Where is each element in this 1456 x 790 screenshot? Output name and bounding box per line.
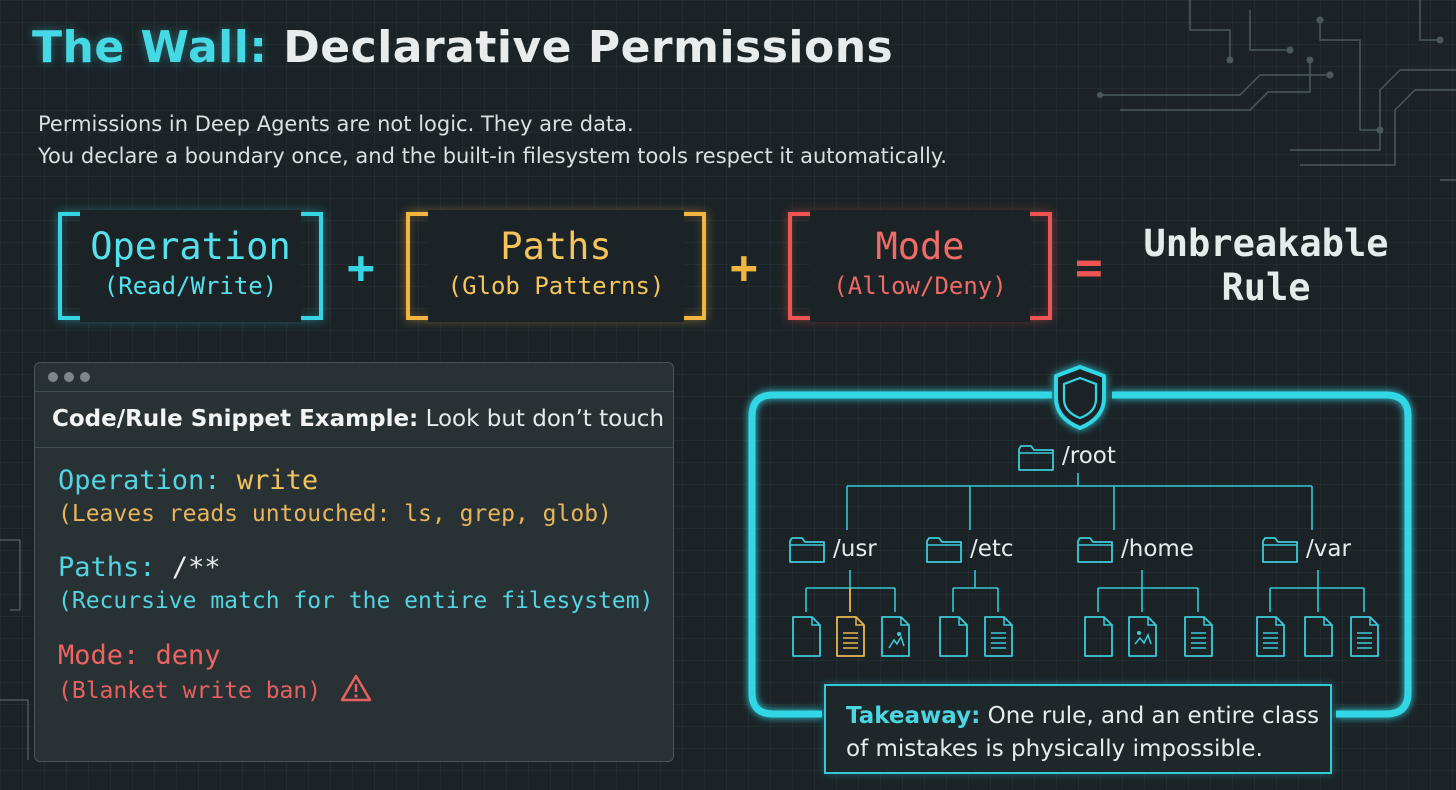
shield-icon [1054,365,1106,430]
file-icon [792,616,821,657]
file-icon [1084,616,1113,657]
text-file-icon [984,616,1013,657]
takeaway-line-1: Takeaway: One rule, and an entire class [846,700,1330,733]
mode-note-line: (Blanket write ban) [58,673,673,707]
equals-sign: = [1075,240,1103,294]
home-folder-label: /home [1121,536,1194,562]
operation-sublabel: (Read/Write) [103,272,278,300]
window-dot-icon [64,372,74,382]
operation-value: write [236,465,319,496]
window-dot-icon [80,372,90,382]
result-text: Unbreakable Rule [1128,222,1404,310]
root-folder-label: /root [1062,443,1116,469]
plus-sign-1: + [347,240,375,294]
home-folder-icon [1077,537,1113,563]
snippet-heading-bold: Code/Rule Snippet Example: [52,406,419,432]
paths-note: (Recursive match for the entire filesyst… [58,588,654,614]
takeaway-text-2: of mistakes is physically impossible. [846,736,1263,762]
title-accent: The Wall: [32,22,268,73]
boundary-frame [748,391,1412,718]
mode-sublabel: (Allow/Deny) [833,272,1007,300]
var-folder-label: /var [1306,536,1351,562]
file-icon [939,616,968,657]
operation-line: Operation: write [58,464,673,498]
text-file-icon [1256,616,1285,657]
snippet-code: Operation: write (Leaves reads untouched… [35,464,673,707]
paths-key: Paths: [58,552,156,583]
usr-folder-icon [789,537,825,563]
paths-label: Paths [500,225,612,268]
operation-note: (Leaves reads untouched: ls, grep, glob) [58,501,612,527]
paths-sublabel: (Glob Patterns) [447,272,665,300]
operation-bracket: Operation (Read/Write) [58,210,323,322]
paths-bracket: Paths (Glob Patterns) [406,210,706,322]
snippet-heading: Code/Rule Snippet Example: Look but don’… [35,392,673,448]
mode-note: (Blanket write ban) [58,678,322,704]
window-title-bar [35,363,673,392]
file-icons [792,616,1379,657]
mode-line: Mode: deny [58,639,673,673]
intro-text: Permissions in Deep Agents are not logic… [38,108,947,172]
mode-label: Mode [875,225,965,268]
title-rest: Declarative Permissions [283,22,894,73]
image-file-icon [1128,616,1157,657]
paths-line: Paths: /** [58,551,673,585]
takeaway-label: Takeaway: [846,703,981,729]
plus-sign-2: + [730,240,758,294]
root-folder-icon [1018,445,1054,471]
image-file-icon [881,616,910,657]
file-icon [1304,616,1333,657]
text-file-icon [1350,616,1379,657]
operation-label: Operation [90,225,291,268]
page-title: The Wall: Declarative Permissions [32,22,893,73]
result-line-2: Rule [1221,266,1311,309]
mode-key: Mode: [58,640,140,671]
highlighted-file-icon [836,616,865,657]
etc-folder-label: /etc [970,536,1014,562]
intro-line-2: You declare a boundary once, and the bui… [38,144,947,168]
operation-key: Operation: [58,465,221,496]
intro-line-1: Permissions in Deep Agents are not logic… [38,112,634,136]
code-snippet-window: Code/Rule Snippet Example: Look but don’… [34,362,674,762]
var-folder-icon [1262,537,1298,563]
takeaway-text-1: One rule, and an entire class [987,703,1320,729]
takeaway-box: Takeaway: One rule, and an entire class … [824,684,1332,774]
result-line-1: Unbreakable [1143,222,1389,265]
mode-bracket: Mode (Allow/Deny) [788,210,1052,322]
paths-value: /** [171,552,221,583]
usr-folder-label: /usr [833,536,877,562]
mode-value: deny [155,640,221,671]
warning-icon [340,674,372,702]
window-dot-icon [48,372,58,382]
etc-folder-icon [926,537,962,563]
tree-connectors [805,473,1365,612]
text-file-icon [1184,616,1213,657]
snippet-heading-rest: Look but don’t touch [425,406,665,432]
